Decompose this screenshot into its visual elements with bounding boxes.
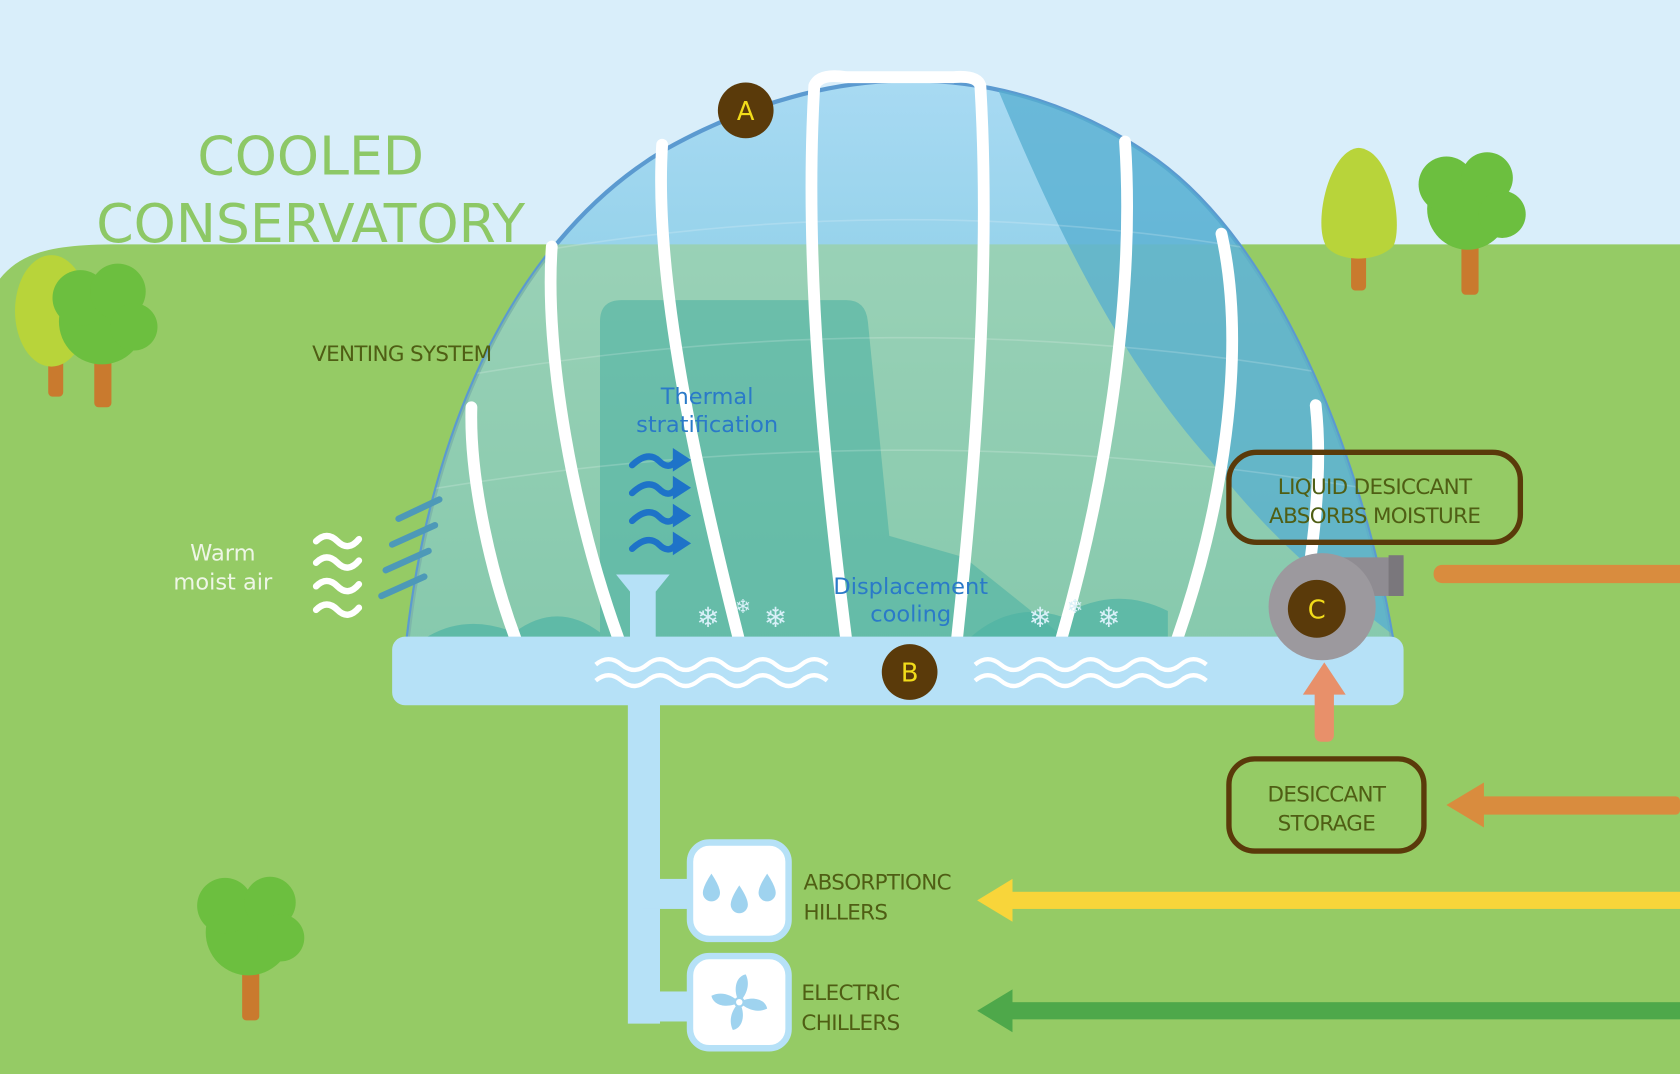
tree-bottom-left <box>197 876 305 1021</box>
svg-text:HILLERS: HILLERS <box>804 901 888 926</box>
tree-group-right <box>1321 147 1526 295</box>
marker-a: A <box>717 82 774 139</box>
electric-chiller-unit <box>686 952 792 1052</box>
svg-text:ELECTRIC: ELECTRIC <box>801 981 899 1006</box>
svg-text:STORAGE: STORAGE <box>1278 812 1376 837</box>
svg-text:ABSORPTIONC: ABSORPTIONC <box>804 871 951 896</box>
fan-supply-line <box>1433 564 1680 584</box>
svg-text:cooling: cooling <box>870 602 951 628</box>
svg-text:moist air: moist air <box>173 570 273 596</box>
desiccant-storage-box: DESICCANT STORAGE <box>1226 756 1427 854</box>
svg-text:❄: ❄ <box>764 601 787 634</box>
marker-b: B <box>881 644 938 700</box>
conservatory-dome <box>404 70 1396 647</box>
marker-c: C <box>1287 579 1346 638</box>
svg-text:❄: ❄ <box>1097 601 1120 634</box>
svg-text:ABSORBS MOISTURE: ABSORBS MOISTURE <box>1269 504 1480 529</box>
title-line-2: CONSERVATORY <box>96 192 525 255</box>
svg-text:stratification: stratification <box>636 412 778 438</box>
water-wave-icon <box>594 657 1208 689</box>
svg-text:Thermal: Thermal <box>660 384 754 410</box>
absorption-chiller-unit <box>686 839 792 943</box>
snowflake-icons: ❄ ❄ ❄ ❄ ❄ ❄ <box>696 595 1120 634</box>
tree-group-left <box>15 255 158 408</box>
electric-chillers-label: ELECTRIC CHILLERS <box>801 981 900 1036</box>
svg-text:Displacement: Displacement <box>833 574 988 600</box>
airflow-arrowheads-icon <box>672 448 692 556</box>
svg-text:LIQUID DESICCANT: LIQUID DESICCANT <box>1278 475 1473 500</box>
venting-louvres <box>378 496 443 600</box>
svg-text:DESICCANT: DESICCANT <box>1268 783 1387 808</box>
svg-text:A: A <box>737 97 755 127</box>
venting-system-label: VENTING SYSTEM <box>312 342 491 367</box>
diagram-title: COOLED CONSERVATORY <box>96 125 525 256</box>
svg-text:❄: ❄ <box>1029 601 1052 634</box>
thermal-stratification-label: Thermal stratification <box>636 384 778 438</box>
airflow-arrows-icon <box>628 453 681 553</box>
desiccant-up-arrow <box>1302 662 1346 742</box>
svg-text:C: C <box>1308 595 1326 625</box>
absorption-supply-arrow <box>977 878 1680 922</box>
electric-supply-arrow <box>977 989 1680 1033</box>
displacement-cooling-label: Displacement cooling <box>833 574 988 628</box>
water-drops-icon <box>702 873 776 914</box>
fan-icon <box>711 974 768 1031</box>
svg-text:❄: ❄ <box>696 601 719 634</box>
air-diffuser <box>616 574 670 644</box>
svg-text:B: B <box>901 659 919 689</box>
svg-text:Warm: Warm <box>190 541 255 567</box>
svg-text:❄: ❄ <box>1067 595 1083 618</box>
liquid-desiccant-box: LIQUID DESICCANT ABSORBS MOISTURE <box>1226 449 1524 546</box>
warm-air-wave-icon <box>312 532 363 618</box>
svg-text:❄: ❄ <box>735 595 751 618</box>
desiccant-supply-arrow <box>1446 782 1680 828</box>
absorption-chillers-label: ABSORPTIONC HILLERS <box>804 871 952 926</box>
warm-moist-air-label: Warm moist air <box>173 541 273 596</box>
title-line-1: COOLED <box>197 125 424 188</box>
svg-text:CHILLERS: CHILLERS <box>801 1011 899 1036</box>
